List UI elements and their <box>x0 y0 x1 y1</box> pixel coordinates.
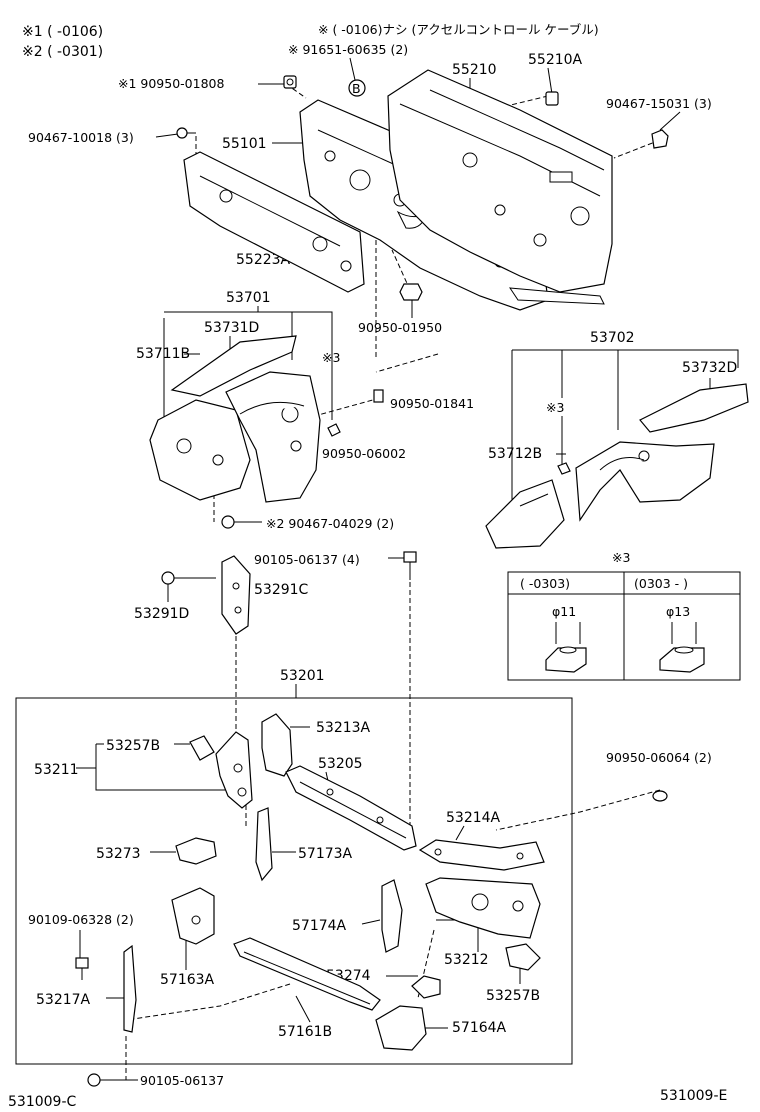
inset-col2-size: φ13 <box>666 604 690 619</box>
label-57161B: 57161B <box>278 1024 332 1040</box>
inset-title: ※3 <box>612 550 630 565</box>
note-2: ※2 ( -0301) <box>22 44 103 60</box>
label-53273: 53273 <box>96 846 141 862</box>
bracket-53257B-upper <box>189 735 215 761</box>
label-55210: 55210 <box>452 62 497 78</box>
label-57164A: 57164A <box>452 1020 507 1036</box>
bolt-icon <box>221 515 262 529</box>
label-53712B: 53712B <box>488 446 542 462</box>
label-53211: 53211 <box>34 762 79 778</box>
label-90950-01950: 90950-01950 <box>358 320 442 335</box>
bracket-53213A <box>261 713 293 777</box>
label-53213A: 53213A <box>316 720 371 736</box>
label-x3-b: ※3 <box>546 400 564 415</box>
clip-icon <box>651 129 669 149</box>
nut-icon <box>659 622 705 673</box>
label-90105-06137-4: 90105-06137 (4) <box>254 552 360 567</box>
label-53217A: 53217A <box>36 992 91 1008</box>
dash-upper-panel-55210 <box>387 69 613 305</box>
note-top: ※ ( -0106)ナシ (アクセルコントロール ケーブル) <box>318 22 599 37</box>
label-90467-04029: ※2 90467-04029 (2) <box>266 516 394 531</box>
inset-col1-size: φ11 <box>552 604 576 619</box>
label-90467-15031: 90467-15031 (3) <box>606 96 712 111</box>
label-x3-a: ※3 <box>322 350 340 365</box>
label-53702: 53702 <box>590 330 635 346</box>
bracket-57164A <box>375 1005 427 1051</box>
seal-57173A <box>255 807 273 882</box>
label-55223A: 55223A <box>236 252 291 268</box>
bracket-57163A <box>171 887 215 945</box>
label-53205: 53205 <box>318 756 363 772</box>
bolt-icon <box>87 1073 138 1087</box>
label-53701: 53701 <box>226 290 271 306</box>
label-90950-06064: 90950-06064 (2) <box>606 750 712 765</box>
code-left: 531009-C <box>8 1094 76 1110</box>
bolt-icon <box>161 571 216 585</box>
clip-icon <box>557 462 571 475</box>
note-1: ※1 ( -0106) <box>22 24 103 40</box>
assembly-box <box>15 697 573 1065</box>
svg-text:B: B <box>352 81 361 96</box>
label-57173A: 57173A <box>298 846 353 862</box>
label-57163A: 57163A <box>160 972 215 988</box>
seal-57174A <box>381 879 403 953</box>
bracket-53291C <box>221 555 251 635</box>
nut-icon <box>545 91 559 106</box>
inset-col1-header: ( -0303) <box>520 576 570 591</box>
bracket-53273 <box>175 837 217 865</box>
nut-icon <box>373 389 384 403</box>
label-53731D: 53731D <box>204 320 259 336</box>
inset-table: ( -0303) (0303 - ) φ11 φ13 <box>507 571 741 681</box>
label-91651-60635: ※ 91651-60635 (2) <box>288 42 408 57</box>
lower-support-57161B <box>233 937 381 1011</box>
inset-col2-header: (0303 - ) <box>634 576 688 591</box>
label-55210A: 55210A <box>528 52 583 68</box>
nut-icon <box>283 75 297 89</box>
upper-support-53205 <box>285 765 417 851</box>
bracket-53274 <box>411 975 441 999</box>
label-53732D: 53732D <box>682 360 737 376</box>
clip-icon <box>327 423 341 437</box>
label-53257B-b: 53257B <box>486 988 540 1004</box>
bolt-icon <box>403 551 417 580</box>
label-53291C: 53291C <box>254 582 309 598</box>
bolt-icon <box>176 127 196 139</box>
label-53257B-a: 53257B <box>106 738 160 754</box>
label-90950-06002: 90950-06002 <box>322 446 406 461</box>
label-53291D: 53291D <box>134 606 189 622</box>
label-53711B: 53711B <box>136 346 190 362</box>
bracket-53214A <box>418 839 545 871</box>
label-57174A: 57174A <box>292 918 347 934</box>
brace-53217A <box>123 944 137 1033</box>
washer-icon <box>652 790 668 802</box>
label-55101: 55101 <box>222 136 267 152</box>
code-right: 531009-E <box>660 1088 727 1104</box>
support-53211 <box>215 731 253 809</box>
label-53212: 53212 <box>444 952 489 968</box>
label-90105-06137: 90105-06137 <box>140 1073 224 1088</box>
label-53201: 53201 <box>280 668 325 684</box>
label-90109-06328: 90109-06328 (2) <box>28 912 134 927</box>
bolt-icon <box>75 957 89 980</box>
side-member-55223A <box>183 151 365 293</box>
label-53214A: 53214A <box>446 810 501 826</box>
label-90467-10018: 90467-10018 (3) <box>28 130 134 145</box>
apron-rh-53702 <box>485 383 749 549</box>
label-90950-01808: ※1 90950-01808 <box>118 76 224 91</box>
apron-lh-53701 <box>149 335 321 503</box>
bubble-b: B <box>348 79 366 97</box>
nut-icon <box>545 622 587 673</box>
side-support-53212 <box>425 877 541 939</box>
grommet-icon <box>399 283 423 301</box>
label-90950-01841: 90950-01841 <box>390 396 474 411</box>
bracket-53257B-lower <box>505 943 541 971</box>
